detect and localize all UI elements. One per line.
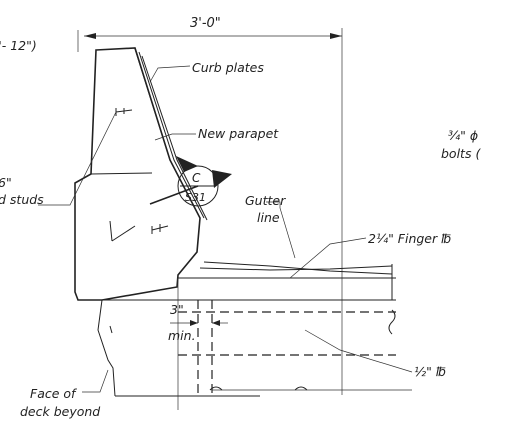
top-dimension — [77, 28, 343, 395]
dimension-3ft-label: 3'-0" — [190, 16, 221, 31]
section-letter: C — [192, 171, 201, 185]
left-top-label: "- 12") — [0, 38, 37, 53]
min-label-line1: 3" — [170, 302, 184, 317]
leaders — [38, 65, 413, 393]
gutter-label-line2: line — [257, 210, 280, 225]
section-marker — [149, 156, 232, 207]
gutter-label-line1: Gutter — [245, 193, 286, 208]
min-label-line2: min. — [168, 328, 196, 343]
curb-plates — [134, 48, 208, 221]
studs-label-line2: d studs — [0, 192, 44, 207]
face-label-line1: Face of — [30, 386, 77, 401]
bolts-label-line2: bolts ( — [441, 146, 481, 161]
new-parapet-label: New parapet — [198, 126, 279, 141]
face-label-line2: deck beyond — [20, 404, 100, 419]
section-sheet: S31 — [185, 191, 206, 204]
headed-studs — [109, 108, 169, 242]
curb-plates-label: Curb plates — [192, 60, 264, 75]
half-plate-label: ½" ℔ — [414, 364, 446, 379]
bolts-label-line1: ¾" ϕ — [448, 128, 478, 143]
finger-plate-label: 2¼" Finger ℔ — [368, 231, 451, 246]
studs-label-line1: 6" — [0, 175, 12, 190]
deck-slab — [97, 261, 412, 410]
